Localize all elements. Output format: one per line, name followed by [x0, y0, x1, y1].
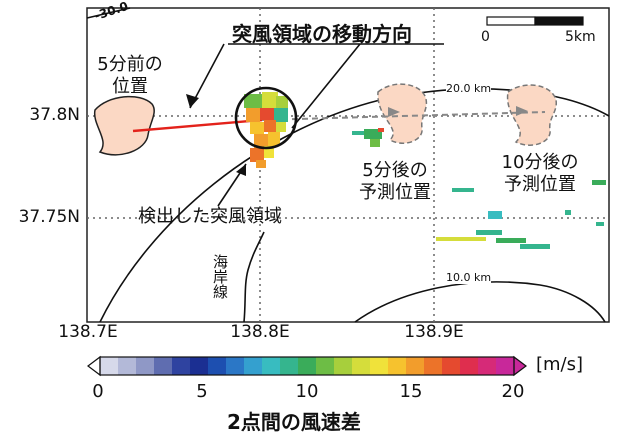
colorbar-unit: [m/s] — [536, 354, 584, 375]
colorbar-cell — [334, 357, 353, 375]
forecast-10min-area — [506, 84, 557, 146]
forecast-5min-line-1: 5分後の — [362, 160, 428, 181]
colorbar-cell — [460, 357, 479, 375]
forecast-arrowhead-5min — [388, 107, 400, 117]
leader-arrowhead-direction — [186, 94, 199, 108]
colorbar-tick-10: 10 — [295, 381, 319, 402]
motion-vector-forecast — [261, 111, 546, 121]
detected-gust-circle — [234, 86, 298, 150]
lon-label-138-9e: 138.9E — [404, 322, 464, 342]
coastline-label: 海岸線 — [211, 254, 229, 299]
colorbar-tick-15: 15 — [399, 381, 423, 402]
detected-gust-pixels — [244, 92, 288, 168]
coastline — [243, 231, 265, 323]
colorbar-cell — [280, 357, 299, 375]
radar-echoes — [352, 128, 606, 249]
forecast-arrowhead-10min — [516, 106, 528, 116]
colorbar-cell — [172, 357, 191, 375]
past-position-line-1: 5分前の — [97, 54, 163, 75]
forecast-10min-line-1: 10分後の — [501, 152, 579, 173]
colorbar-cell — [136, 357, 155, 375]
colorbar-tick-0: 0 — [92, 381, 104, 402]
past-position-area — [94, 95, 155, 156]
lat-label-37-75n: 37.75N — [18, 207, 80, 227]
colorbar-cell — [496, 357, 515, 375]
forecast-5min-line-2: 予測位置 — [359, 182, 431, 203]
colorbar-cell — [262, 357, 281, 375]
scale-bar — [486, 16, 584, 26]
range-ring-10 — [354, 281, 606, 323]
lon-label-138-7e: 138.7E — [58, 322, 118, 342]
colorbar-cell — [370, 357, 389, 375]
forecast-10min-line-2: 予測位置 — [504, 174, 576, 195]
motion-vector-past — [132, 118, 263, 133]
colorbar-caption: 2点間の風速差 — [227, 410, 361, 434]
colorbar-cell — [244, 357, 263, 375]
colorbar-cell — [316, 357, 335, 375]
map-frame — [86, 7, 610, 323]
colorbar-cell — [298, 357, 317, 375]
colorbar-max-arrow — [513, 355, 527, 377]
colorbar-cell — [100, 357, 119, 375]
colorbar-cell — [226, 357, 245, 375]
range-ring-label-20: 20.0 km — [446, 82, 492, 95]
colorbar-cell — [190, 357, 209, 375]
colorbar-cell — [406, 357, 425, 375]
colorbar-cell — [118, 357, 137, 375]
scale-bar-start: 0 — [481, 29, 490, 45]
lat-label-37-8n: 37.8N — [29, 105, 80, 125]
range-ring-30 — [86, 7, 131, 19]
colorbar-cell — [388, 357, 407, 375]
leader-arrowhead-detected — [236, 164, 246, 176]
colorbar-cell — [478, 357, 497, 375]
range-ring-label-10: 10.0 km — [446, 271, 492, 284]
colorbar-cells — [100, 357, 515, 375]
colorbar-cell — [154, 357, 173, 375]
colorbar-cell — [442, 357, 461, 375]
leader-direction-right — [291, 43, 361, 129]
scale-bar-end: 5km — [565, 29, 596, 45]
detected-area-label: 検出した突風領域 — [138, 206, 282, 227]
colorbar-outline — [99, 356, 515, 376]
colorbar-tick-5: 5 — [196, 381, 208, 402]
colorbar-cell — [424, 357, 443, 375]
colorbar-cell — [352, 357, 371, 375]
colorbar-cell — [208, 357, 227, 375]
colorbar-tick-20: 20 — [501, 381, 525, 402]
forecast-10min-label: 10分後の 予測位置 — [492, 152, 588, 196]
past-position-line-2: 位置 — [112, 76, 148, 97]
forecast-5min-label: 5分後の 予測位置 — [352, 160, 438, 204]
forecast-5min-area — [377, 83, 428, 144]
direction-title: 突風領域の移動方向 — [232, 22, 412, 46]
past-position-label: 5分前の 位置 — [90, 54, 170, 98]
colorbar-min-arrow — [87, 355, 101, 377]
lon-label-138-8e: 138.8E — [230, 322, 290, 342]
